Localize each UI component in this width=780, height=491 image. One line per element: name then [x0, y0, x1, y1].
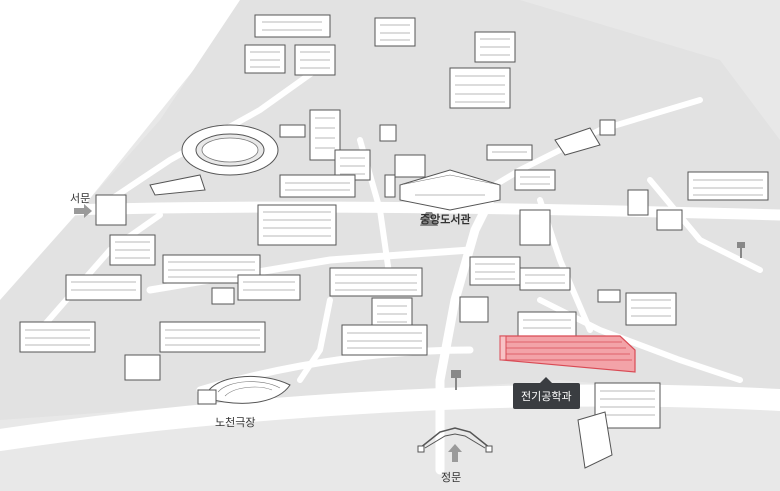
building-south-9 [517, 311, 577, 338]
main-gate[interactable] [417, 427, 493, 453]
building-ne-4 [519, 209, 551, 246]
building-north-2 [294, 44, 336, 76]
building-ne-2 [514, 169, 556, 191]
building-center-4 [211, 287, 235, 305]
theater-label[interactable]: 노천극장 [215, 416, 256, 429]
building-west-1 [95, 194, 127, 226]
building-ne-3 [554, 119, 616, 156]
building-west-3 [65, 274, 142, 301]
building-north-6 [449, 67, 511, 109]
building-east-1 [627, 189, 649, 216]
building-north-3 [254, 14, 331, 38]
building-east-3 [687, 171, 769, 201]
south-road [297, 297, 333, 383]
building-west-4 [19, 321, 96, 353]
main-gate-label[interactable]: 정문 [441, 471, 462, 484]
building-east-2 [656, 209, 683, 231]
library-marker-icon [420, 212, 438, 226]
building-east-5 [597, 289, 621, 303]
building-center-3 [237, 274, 301, 301]
building-south-7 [469, 256, 521, 286]
arrow-right-icon [74, 204, 92, 218]
building-south-5 [341, 324, 428, 356]
building-south-8 [519, 267, 571, 291]
building-west-2 [109, 234, 156, 266]
library-label[interactable]: 중앙도서관 [420, 213, 471, 226]
building-south-11 [577, 411, 613, 469]
building-north-4 [374, 17, 416, 47]
signpost-icon [451, 370, 461, 390]
stadium[interactable] [149, 124, 279, 196]
central-library-building[interactable] [384, 169, 501, 211]
building-south-10 [594, 382, 661, 429]
building-mid-1 [279, 124, 306, 138]
arrow-up-icon [448, 444, 462, 462]
building-center-1 [257, 204, 337, 246]
building-ne-1 [486, 144, 533, 161]
building-south-1 [159, 321, 266, 353]
electrical-engineering-building-highlight[interactable] [499, 335, 636, 373]
building-mid-4 [279, 174, 356, 198]
selected-building-tooltip: 전기공학과 [513, 377, 580, 409]
building-south-6 [459, 296, 489, 323]
central-road [435, 195, 495, 475]
building-mid-6 [394, 154, 426, 178]
building-mid-5 [379, 124, 397, 142]
building-east-4 [625, 292, 677, 326]
open-air-theater[interactable] [197, 375, 291, 405]
east-connector [647, 177, 763, 273]
building-north-1 [244, 44, 286, 74]
building-north-5 [474, 31, 516, 63]
building-south-3 [329, 267, 423, 297]
buildings [19, 14, 769, 469]
building-south-2 [124, 354, 161, 381]
signpost-icon-east [737, 242, 745, 258]
west-gate-label[interactable]: 서문 [70, 192, 91, 205]
